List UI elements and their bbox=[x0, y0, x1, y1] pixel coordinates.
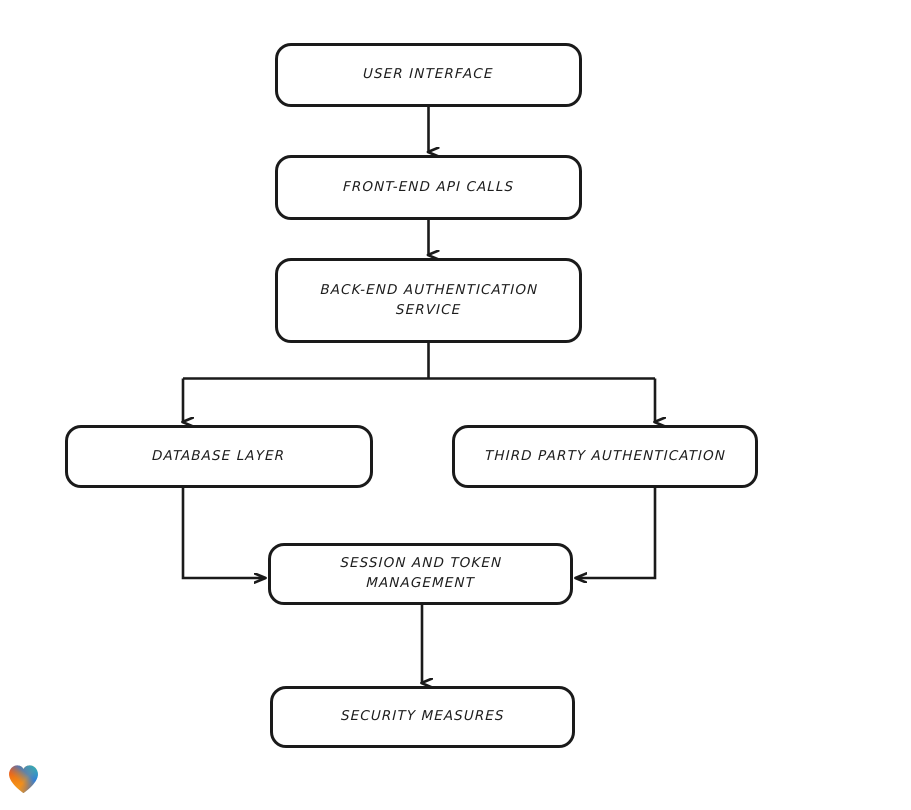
node-label: BACK-END AUTHENTICATION SERVICE bbox=[319, 281, 539, 318]
node-user-interface[interactable]: USER INTERFACE bbox=[275, 43, 582, 107]
node-third-party-authentication[interactable]: THIRD PARTY AUTHENTICATION bbox=[452, 425, 758, 488]
node-label: FRONT-END API CALLS bbox=[342, 178, 515, 195]
edge-database-layer-to-session-token bbox=[181, 488, 265, 578]
node-frontend-api-calls[interactable]: FRONT-END API CALLS bbox=[275, 155, 582, 220]
node-security-measures[interactable]: SECURITY MEASURES bbox=[270, 686, 575, 748]
node-label: USER INTERFACE bbox=[363, 66, 495, 83]
node-session-and-token-management[interactable]: SESSION AND TOKEN MANAGEMENT bbox=[268, 543, 573, 605]
node-backend-authentication-service[interactable]: BACK-END AUTHENTICATION SERVICE bbox=[275, 258, 582, 343]
node-label: THIRD PARTY AUTHENTICATION bbox=[484, 447, 726, 464]
node-label: SESSION AND TOKEN MANAGEMENT bbox=[339, 555, 503, 591]
node-label: SECURITY MEASURES bbox=[340, 708, 505, 725]
node-label: DATABASE LAYER bbox=[152, 447, 286, 464]
heart-icon bbox=[9, 765, 38, 793]
node-database-layer[interactable]: DATABASE LAYER bbox=[65, 425, 373, 488]
edge-third-party-auth-to-session-token bbox=[576, 488, 657, 578]
